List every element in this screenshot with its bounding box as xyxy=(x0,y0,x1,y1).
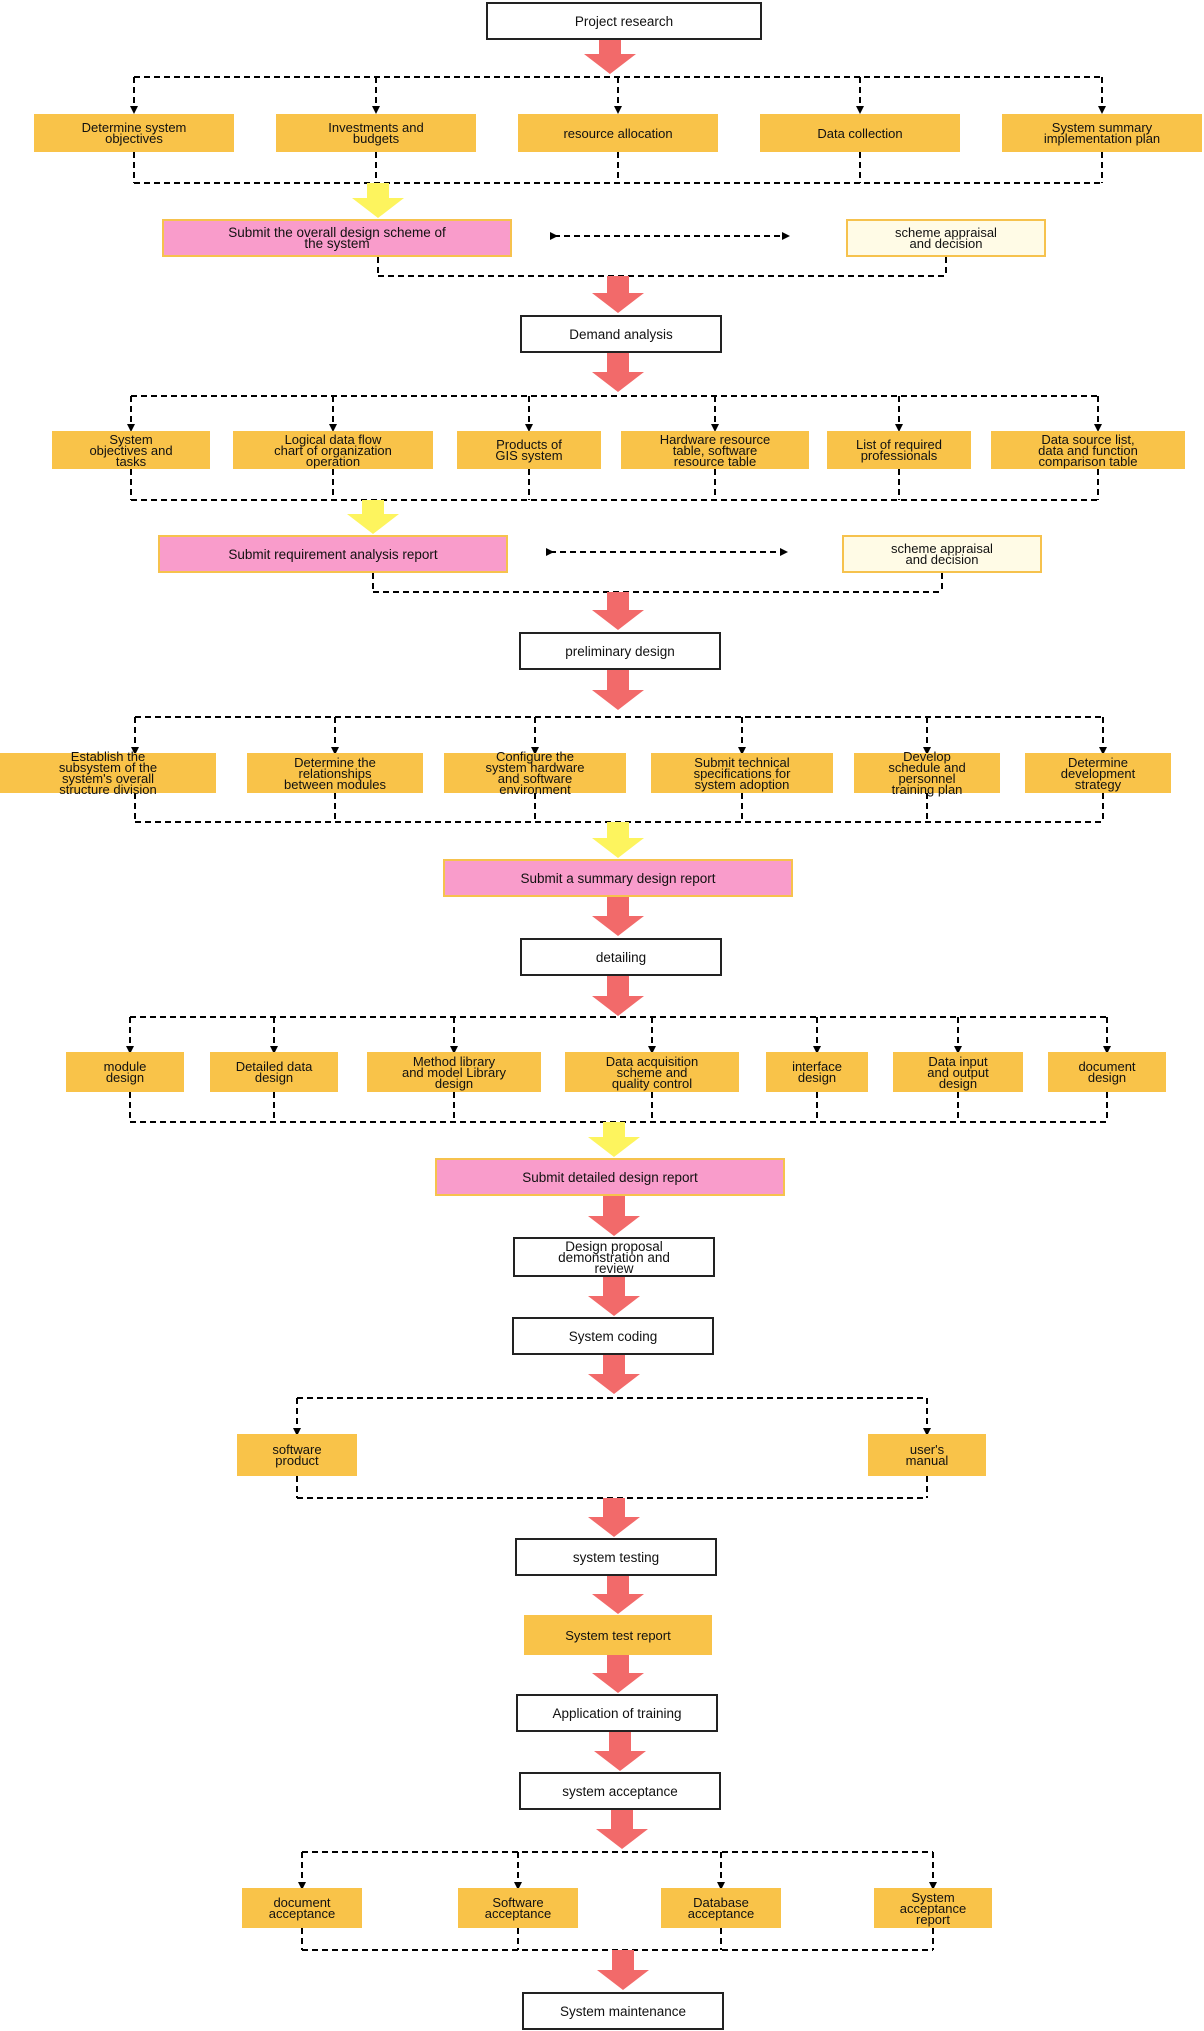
stage-system-coding: System coding xyxy=(512,1317,714,1355)
task-development-strategy: Determine development strategy xyxy=(1025,753,1171,793)
main-arrow xyxy=(592,276,644,313)
main-arrow xyxy=(592,353,644,392)
merge-arrow xyxy=(347,500,399,534)
report-detailed-design: Submit detailed design report xyxy=(435,1158,785,1196)
main-arrow xyxy=(592,976,644,1016)
main-arrow xyxy=(592,670,644,710)
main-arrow xyxy=(596,1810,648,1849)
task-database-acceptance: Database acceptance xyxy=(661,1888,781,1928)
stage-system-testing: system testing xyxy=(515,1538,717,1576)
report-system-test: System test report xyxy=(524,1615,712,1655)
report-requirement-analysis: Submit requirement analysis report xyxy=(158,535,508,573)
task-resource-allocation: resource allocation xyxy=(518,114,718,152)
stage-system-maintenance: System maintenance xyxy=(522,1992,724,2030)
output-software-product: software product xyxy=(237,1434,357,1476)
main-arrow xyxy=(592,897,644,936)
merge-arrow xyxy=(588,1122,640,1157)
task-technical-specifications: Submit technical specifications for syst… xyxy=(651,753,833,793)
task-data-source-list: Data source list, data and function comp… xyxy=(991,431,1185,469)
task-module-relationships: Determine the relationships between modu… xyxy=(247,753,423,793)
merge-arrow xyxy=(592,822,644,858)
stage-system-acceptance: system acceptance xyxy=(519,1772,721,1810)
task-document-acceptance: document acceptance xyxy=(242,1888,362,1928)
task-module-design: module design xyxy=(66,1052,184,1092)
main-arrow xyxy=(588,1277,640,1316)
task-detailed-data-design: Detailed data design xyxy=(210,1052,338,1092)
stage-detailing: detailing xyxy=(520,938,722,976)
task-subsystem-division: Establish the subsystem of the system's … xyxy=(0,750,216,796)
task-resource-tables: Hardware resource table, software resour… xyxy=(621,431,809,469)
main-arrow xyxy=(594,1732,646,1771)
stage-project-research: Project research xyxy=(486,2,762,40)
task-determine-system-objectives: Determine system objectives xyxy=(34,114,234,152)
main-arrow xyxy=(592,1655,644,1693)
task-interface-design: interface design xyxy=(766,1052,868,1092)
main-arrow xyxy=(588,1498,640,1537)
task-gis-products: Products of GIS system xyxy=(457,431,601,469)
task-professionals-list: List of required professionals xyxy=(827,431,971,469)
stage-application-training: Application of training xyxy=(516,1694,718,1732)
report-summary-design: Submit a summary design report xyxy=(443,859,793,897)
task-method-model-library: Method library and model Library design xyxy=(367,1052,541,1092)
report-overall-design: Submit the overall design scheme of the … xyxy=(162,219,512,257)
output-users-manual: user's manual xyxy=(868,1434,986,1476)
task-software-acceptance: Software acceptance xyxy=(458,1888,578,1928)
task-hw-sw-environment: Configure the system hardware and softwa… xyxy=(444,750,626,796)
main-arrow xyxy=(584,40,636,74)
task-data-acquisition: Data acquisition scheme and quality cont… xyxy=(565,1052,739,1092)
main-arrow xyxy=(592,1576,644,1614)
main-arrow xyxy=(588,1196,640,1236)
stage-demand-analysis: Demand analysis xyxy=(520,315,722,353)
main-arrow xyxy=(588,1355,640,1394)
task-system-acceptance-report: System acceptance report xyxy=(874,1888,992,1928)
stage-preliminary-design: preliminary design xyxy=(519,632,721,670)
stage-design-review: Design proposal demonstration and review xyxy=(513,1237,715,1277)
task-document-design: document design xyxy=(1048,1052,1166,1092)
task-data-collection: Data collection xyxy=(760,114,960,152)
task-summary-implementation-plan: System summary implementation plan xyxy=(1002,114,1202,152)
decision-scheme-appraisal-2: scheme appraisal and decision xyxy=(842,535,1042,573)
main-arrow xyxy=(592,592,644,630)
task-objectives-and-tasks: System objectives and tasks xyxy=(52,431,210,469)
task-io-design: Data input and output design xyxy=(893,1052,1023,1092)
task-investments-budgets: Investments and budgets xyxy=(276,114,476,152)
main-arrow xyxy=(597,1950,649,1990)
decision-scheme-appraisal-1: scheme appraisal and decision xyxy=(846,219,1046,257)
task-schedule-training-plan: Develop schedule and personnel training … xyxy=(854,750,1000,796)
task-logical-data-flow: Logical data flow chart of organization … xyxy=(233,431,433,469)
merge-arrow xyxy=(352,183,404,218)
